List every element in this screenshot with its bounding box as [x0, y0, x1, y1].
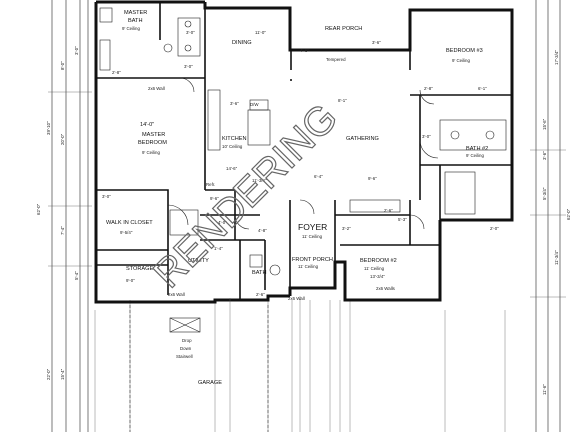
dim-right-total: 62'-0"	[566, 208, 571, 220]
wall-notes: 2x6 Wall 2x6 Wall 2x6 Walls 2x6 Wall	[148, 86, 396, 301]
master-bath-ceiling: 9' Ceiling	[122, 26, 140, 31]
dim-misc-11: 3'-0"	[102, 194, 111, 199]
kitchen-label: KITCHEN	[222, 136, 247, 142]
dining-label: DINING	[232, 40, 252, 46]
room-labels: MASTER BATH 9' Ceiling DINING REAR PORCH…	[106, 10, 488, 386]
bedroom2-label: BEDROOM #2	[360, 258, 397, 264]
dim-misc-18: 2'-6"	[256, 292, 265, 297]
bedroom3-label: BEDROOM #3	[446, 48, 483, 54]
wall-note-1: 2x6 Wall	[148, 86, 165, 91]
rear-porch-note: Tempered	[326, 57, 346, 62]
dim-misc-1: 11'-0"	[255, 30, 266, 35]
dim-misc-10: 4'-8"	[258, 228, 267, 233]
bedroom2-ceiling: 11' Ceiling	[364, 266, 385, 271]
dim-right-6: 11'-6"	[542, 384, 547, 395]
bedroom3-ceiling: 9' Ceiling	[452, 58, 470, 63]
garage-label: GARAGE	[198, 380, 222, 386]
garage-note-3: Stairwell	[176, 354, 193, 359]
dim-misc-12: 14'-6"	[226, 166, 238, 171]
dim-misc-5: 3'-0"	[422, 134, 431, 139]
storage-label: STORAGE	[126, 266, 154, 272]
dim-left-2: 8'-0"	[60, 61, 65, 70]
master-bedroom-size: 14'-0"	[140, 122, 154, 128]
dim-misc-6: 9'-6"	[368, 176, 377, 181]
master-bath-label: MASTER	[124, 10, 147, 16]
front-porch-ceiling: 11' Ceiling	[298, 264, 319, 269]
garage-lines	[129, 296, 341, 432]
refrigerator-label: Refr.	[206, 182, 215, 187]
garage-note-2: Down	[180, 346, 192, 351]
dim-left-3: 7'-4"	[60, 226, 65, 235]
dim-right-5: 5'-3/4"	[542, 187, 547, 200]
wall-note-3: 2x6 Walls	[376, 286, 396, 291]
dim-misc-8: 2'-0"	[490, 226, 499, 231]
dim-misc-16: 9'-6"	[210, 196, 219, 201]
bedroom2-size: 13'-3/4"	[370, 274, 385, 279]
dim-left-total: 62'-0"	[36, 203, 41, 215]
bath-label: BATH	[252, 270, 267, 276]
dim-misc-9: 3'-2"	[342, 226, 351, 231]
dim-left-4: 20'-0"	[60, 133, 65, 145]
dim-misc-14: 6'-4"	[314, 174, 323, 179]
kitchen-dw: D/W	[250, 102, 259, 107]
dim-misc-7: 5'-3"	[398, 217, 407, 222]
interior-walls	[96, 2, 512, 300]
exterior-walls	[94, 0, 514, 304]
utility-label: UTILITY	[188, 258, 209, 264]
master-bedroom-ceiling: 9' Ceiling	[142, 150, 160, 155]
dim-right-1: 17'-3/4"	[554, 50, 559, 65]
master-bedroom-label: MASTER	[142, 132, 165, 138]
dim-misc-2: 3'-0"	[186, 30, 195, 35]
walk-in-closet-label: WALK IN CLOSET	[106, 220, 153, 226]
dim-misc-3: 2'-8"	[424, 86, 433, 91]
dimension-lines	[48, 0, 566, 432]
gathering-label: GATHERING	[346, 136, 379, 142]
walk-in-closet-size: 9'-5/4"	[120, 230, 133, 235]
door-swings	[167, 77, 439, 230]
dim-left-8: 3'-0"	[74, 46, 79, 55]
dim-misc-0: 3'-6"	[230, 101, 239, 106]
dim-right-2: 11'-3/4"	[554, 250, 559, 265]
dim-right-4: 3'-6"	[542, 151, 547, 160]
master-bedroom-label-2: BEDROOM	[138, 140, 167, 146]
dim-misc-19: 9'-0"	[126, 278, 135, 283]
kitchen-ceiling: 10' Ceiling	[222, 144, 243, 149]
dimension-labels: 62'-0" 39'-10" 8'-0" 7'-4" 20'-0" 22'-0"…	[36, 30, 571, 395]
dim-misc-17: 4'-0"	[218, 220, 227, 225]
dim-left-7: 5'-4"	[74, 271, 79, 280]
garage-note-1: Drop	[182, 338, 192, 343]
dim-misc-15: 11'-3/4"	[252, 178, 267, 183]
dim-misc-4: 6'-1"	[478, 86, 487, 91]
dim-left-5: 22'-0"	[46, 368, 51, 380]
dim-misc-23: 3'-6"	[372, 40, 381, 45]
bath2-label: BATH #2	[466, 146, 488, 152]
dim-misc-20: 3'-0"	[184, 64, 193, 69]
dim-misc-13: 8'-1"	[338, 98, 347, 103]
dim-misc-21: 4'-6"	[300, 48, 309, 53]
bath2-ceiling: 9' Ceiling	[466, 153, 484, 158]
foyer-ceiling: 11' Ceiling	[302, 234, 323, 239]
dim-right-3: 15'-6"	[542, 118, 547, 130]
dim-misc-22: 2'-8"	[112, 70, 121, 75]
master-bath-label-2: BATH	[128, 18, 143, 24]
rear-porch-label: REAR PORCH	[325, 26, 362, 32]
dim-misc-25: 2'-6"	[384, 208, 393, 213]
wall-note-2: 2x6 Wall	[168, 292, 185, 297]
foyer-label: FOYER	[298, 222, 327, 232]
dim-left-6: 15'-4"	[60, 368, 65, 380]
wall-note-4: 2x6 Wall	[288, 296, 305, 301]
dim-misc-24: 1'-4"	[214, 246, 223, 251]
front-porch-label: FRONT PORCH	[292, 257, 333, 263]
fixtures	[99, 7, 507, 333]
dim-left-1: 39'-10"	[46, 121, 51, 135]
